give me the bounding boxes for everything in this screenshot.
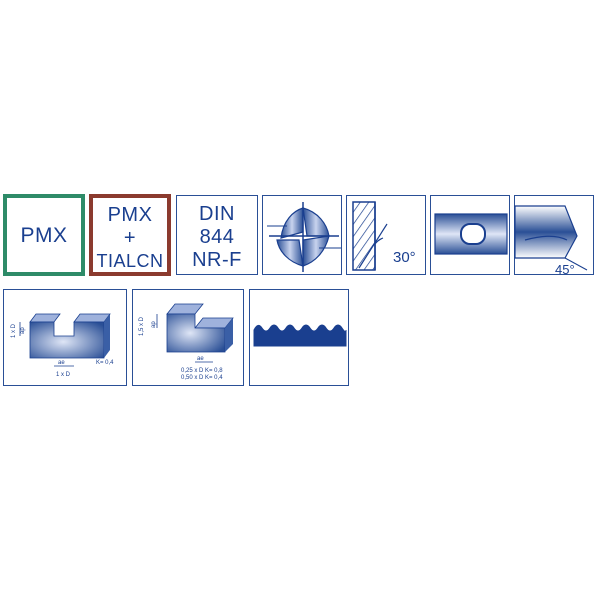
slot-milling-diagram-icon: 1 x D ap ae 1 x D K= 0,4	[11, 313, 114, 378]
helix-angle-label: 30°	[393, 249, 416, 266]
shank-flat-icon	[434, 213, 508, 255]
coating-line-1: PMX	[107, 204, 153, 226]
material-label: PMX	[20, 224, 68, 247]
coating-line-3: TIALCN	[96, 251, 164, 271]
slot-depth-label: 1 x D	[11, 323, 17, 338]
slot-milling-box: 1 x D ap ae 1 x D K= 0,4	[3, 289, 127, 386]
standard-line-2: 844	[199, 226, 235, 248]
helix-box: 30°	[346, 195, 426, 275]
standard-din-box: DIN 844 NR-F	[176, 195, 258, 275]
side-depth-label: 1,5 x D	[139, 316, 145, 336]
side-milling-diagram-icon: 1,5 x D ap ae 0,25 x D K= 0,8 0,50 x D K…	[139, 303, 234, 381]
side-milling-box: 1,5 x D ap ae 0,25 x D K= 0,8 0,50 x D K…	[132, 289, 244, 386]
side-ap-label: ap	[151, 321, 157, 328]
chamfer-tip-icon: 45°	[514, 205, 588, 277]
chamfer-angle-label: 45°	[555, 262, 575, 277]
shank-box	[430, 195, 510, 275]
slot-ap-label: ap	[20, 327, 26, 334]
standard-line-1: DIN	[199, 203, 235, 225]
flutes-box	[262, 195, 342, 275]
four-flute-cross-section-icon	[267, 202, 341, 272]
slot-width-label: 1 x D	[56, 372, 71, 378]
coating-box: PMX + TIALCN	[89, 194, 171, 276]
chamfer-box: 45°	[514, 195, 594, 277]
slot-k-label: K= 0,4	[96, 360, 114, 366]
side-k-line-1: 0,25 x D K= 0,8	[181, 368, 223, 374]
wavy-profile-icon	[253, 324, 347, 347]
side-k-line-2: 0,50 x D K= 0,4	[181, 375, 223, 381]
coating-line-2: +	[123, 227, 137, 249]
profile-box	[249, 289, 349, 386]
standard-line-3: NR-F	[192, 249, 242, 271]
helix-angle-icon: 30°	[352, 201, 416, 271]
slot-ae-label: ae	[58, 360, 65, 366]
side-ae-label: ae	[197, 356, 204, 362]
material-pmx-box: PMX	[3, 194, 85, 276]
